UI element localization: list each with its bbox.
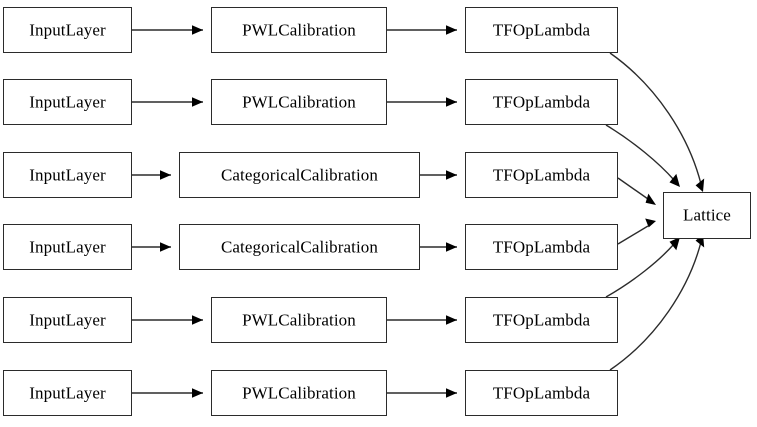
edge-calibration-to-lambda-row-3	[420, 170, 457, 180]
node-label: CategoricalCalibration	[220, 237, 379, 256]
edge-input-to-calibration-row-4	[132, 242, 171, 252]
edge-input-to-calibration-row-1	[132, 25, 203, 35]
edge-input-to-calibration-row-2	[132, 97, 203, 107]
edge-lambda-to-lattice-row-6	[609, 234, 705, 371]
edge-lambda-to-lattice-row-4	[617, 218, 656, 245]
node-calibration-row-4[interactable]: CategoricalCalibration	[179, 224, 420, 270]
node-input-layer-row-6[interactable]: InputLayer	[3, 370, 132, 416]
edge-calibration-to-lambda-row-6	[387, 388, 457, 398]
node-label: CategoricalCalibration	[220, 165, 379, 184]
node-lambda-row-4[interactable]: TFOpLambda	[465, 224, 618, 270]
node-label: TFOpLambda	[492, 310, 591, 329]
edge-calibration-to-lambda-row-1	[387, 25, 457, 35]
node-label: PWLCalibration	[242, 383, 356, 402]
edge-calibration-to-lambda-row-4	[420, 242, 457, 252]
node-lambda-row-6[interactable]: TFOpLambda	[465, 370, 618, 416]
edge-calibration-to-lambda-row-2	[387, 97, 457, 107]
node-calibration-row-1[interactable]: PWLCalibration	[211, 7, 387, 53]
node-label: TFOpLambda	[492, 20, 591, 39]
node-label: InputLayer	[29, 310, 106, 329]
node-label: InputLayer	[29, 165, 106, 184]
node-label: TFOpLambda	[492, 165, 591, 184]
node-calibration-row-6[interactable]: PWLCalibration	[211, 370, 387, 416]
node-lattice-output[interactable]: Lattice	[663, 192, 751, 239]
node-label: TFOpLambda	[492, 383, 591, 402]
node-calibration-row-2[interactable]: PWLCalibration	[211, 79, 387, 125]
node-label: InputLayer	[29, 20, 106, 39]
node-lambda-row-5[interactable]: TFOpLambda	[465, 297, 618, 343]
node-label: PWLCalibration	[242, 92, 356, 111]
node-input-layer-row-2[interactable]: InputLayer	[3, 79, 132, 125]
node-label: TFOpLambda	[492, 237, 591, 256]
node-label: PWLCalibration	[242, 20, 356, 39]
node-calibration-row-3[interactable]: CategoricalCalibration	[179, 152, 420, 198]
node-calibration-row-5[interactable]: PWLCalibration	[211, 297, 387, 343]
node-label: PWLCalibration	[242, 310, 356, 329]
node-label: Lattice	[683, 205, 731, 225]
node-label: TFOpLambda	[492, 92, 591, 111]
node-input-layer-row-1[interactable]: InputLayer	[3, 7, 132, 53]
edge-input-to-calibration-row-5	[132, 315, 203, 325]
node-label: InputLayer	[29, 383, 106, 402]
node-lambda-row-3[interactable]: TFOpLambda	[465, 152, 618, 198]
node-lambda-row-2[interactable]: TFOpLambda	[465, 79, 618, 125]
node-lambda-row-1[interactable]: TFOpLambda	[465, 7, 618, 53]
edge-input-to-calibration-row-6	[132, 388, 203, 398]
node-label: InputLayer	[29, 92, 106, 111]
node-input-layer-row-4[interactable]: InputLayer	[3, 224, 132, 270]
edge-input-to-calibration-row-3	[132, 170, 171, 180]
edge-lambda-to-lattice-row-1	[609, 52, 705, 192]
node-input-layer-row-5[interactable]: InputLayer	[3, 297, 132, 343]
edge-lambda-to-lattice-row-3	[617, 177, 656, 205]
node-input-layer-row-3[interactable]: InputLayer	[3, 152, 132, 198]
node-label: InputLayer	[29, 237, 106, 256]
edge-calibration-to-lambda-row-5	[387, 315, 457, 325]
